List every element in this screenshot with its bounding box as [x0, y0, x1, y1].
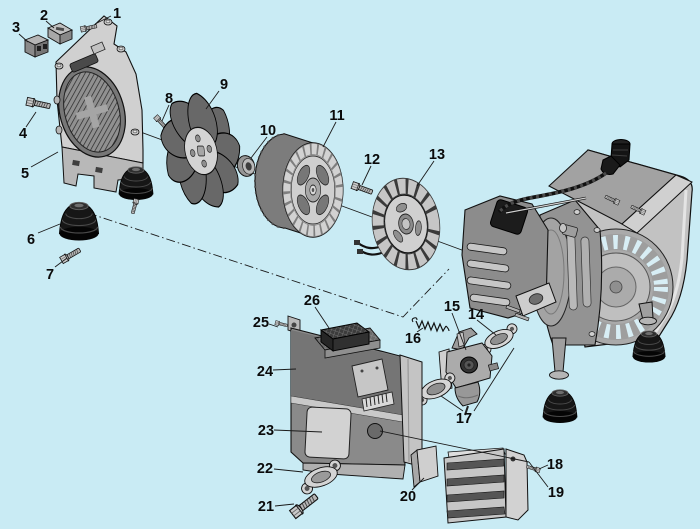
part-louver-panel-19 — [443, 447, 529, 524]
leader-line-24 — [272, 368, 297, 371]
leader-line-5 — [30, 151, 59, 168]
part-collar-10 — [236, 155, 256, 177]
callout-4: 4 — [19, 126, 27, 142]
part-cover-plate-23 — [304, 406, 352, 460]
part-gasket-17 — [416, 372, 456, 406]
leader-line-18 — [538, 464, 549, 470]
leader-line-16 — [416, 327, 424, 333]
callout-9: 9 — [220, 77, 228, 93]
callout-21: 21 — [258, 499, 274, 515]
callout-20: 20 — [400, 489, 416, 505]
leader-line-7 — [54, 257, 68, 268]
callout-5: 5 — [21, 166, 29, 182]
leader-line-10 — [250, 136, 268, 159]
part-fan-shroud-5 — [53, 15, 144, 193]
callout-22: 22 — [257, 461, 273, 477]
callout-3: 3 — [12, 20, 20, 36]
part-spacer-20 — [410, 445, 439, 488]
part-flywheel-11 — [254, 133, 344, 238]
callout-26: 26 — [304, 293, 320, 309]
part-connector-3 — [23, 34, 50, 58]
leader-line-9 — [205, 90, 220, 110]
part-carburetor-15 — [438, 327, 500, 416]
leader-line-8 — [161, 104, 170, 122]
part-gasket-22 — [301, 459, 341, 495]
callout-12: 12 — [364, 152, 380, 168]
part-back-panel-24 — [287, 315, 423, 480]
fuel-valve — [559, 223, 579, 238]
axis-lines-front — [379, 430, 530, 463]
callout-23: 23 — [258, 423, 274, 439]
callout-11: 11 — [329, 108, 344, 124]
callout-25: 25 — [253, 315, 269, 331]
callout-19: 19 — [548, 485, 564, 501]
part-stator-13 — [354, 177, 441, 271]
callout-10: 10 — [260, 123, 276, 139]
callout-18: 18 — [547, 457, 563, 473]
leader-line-1 — [94, 15, 112, 25]
callout-16: 16 — [405, 331, 421, 347]
part-spring-16 — [411, 317, 450, 333]
callout-7: 7 — [46, 267, 54, 283]
leader-line-11 — [322, 121, 337, 148]
shroud-tab-bolts — [54, 18, 140, 136]
axis-line-1 — [87, 212, 450, 318]
spark-plug-wire — [497, 171, 608, 214]
leader-line2-17 — [473, 347, 515, 412]
callout-8: 8 — [165, 91, 173, 107]
callout-14: 14 — [468, 307, 484, 323]
callout-17: 17 — [456, 411, 472, 427]
part-fan-9 — [160, 92, 241, 208]
leader-line-21 — [274, 503, 295, 507]
leader-line-22 — [273, 468, 304, 473]
callout-6: 6 — [27, 232, 35, 248]
leader-line-15 — [451, 312, 467, 351]
leader-line-23 — [273, 429, 323, 433]
callout-1: 1 — [113, 6, 121, 22]
leader-line-6 — [37, 223, 61, 234]
part-bracket-2 — [46, 22, 74, 45]
part-air-filter-26 — [319, 322, 371, 352]
leader-line-12 — [361, 165, 372, 186]
callout-15: 15 — [444, 299, 460, 315]
leader-line-14 — [476, 319, 497, 336]
spark-plug-boot — [600, 139, 631, 175]
leader-line-26 — [314, 306, 330, 329]
engine-assembly — [461, 139, 693, 424]
leader-line-17 — [440, 395, 464, 412]
axis-line-2 — [379, 430, 530, 463]
leader-line-19 — [528, 461, 549, 488]
leader-line-3 — [18, 33, 29, 43]
leader-line-25 — [268, 323, 279, 328]
leader-line-2 — [45, 20, 55, 29]
leader-line-13 — [416, 160, 435, 187]
callout-13: 13 — [429, 147, 445, 163]
leader-line-4 — [25, 111, 37, 128]
leader-line-20 — [411, 477, 425, 491]
callout-24: 24 — [257, 364, 273, 380]
callout-2: 2 — [40, 8, 48, 24]
